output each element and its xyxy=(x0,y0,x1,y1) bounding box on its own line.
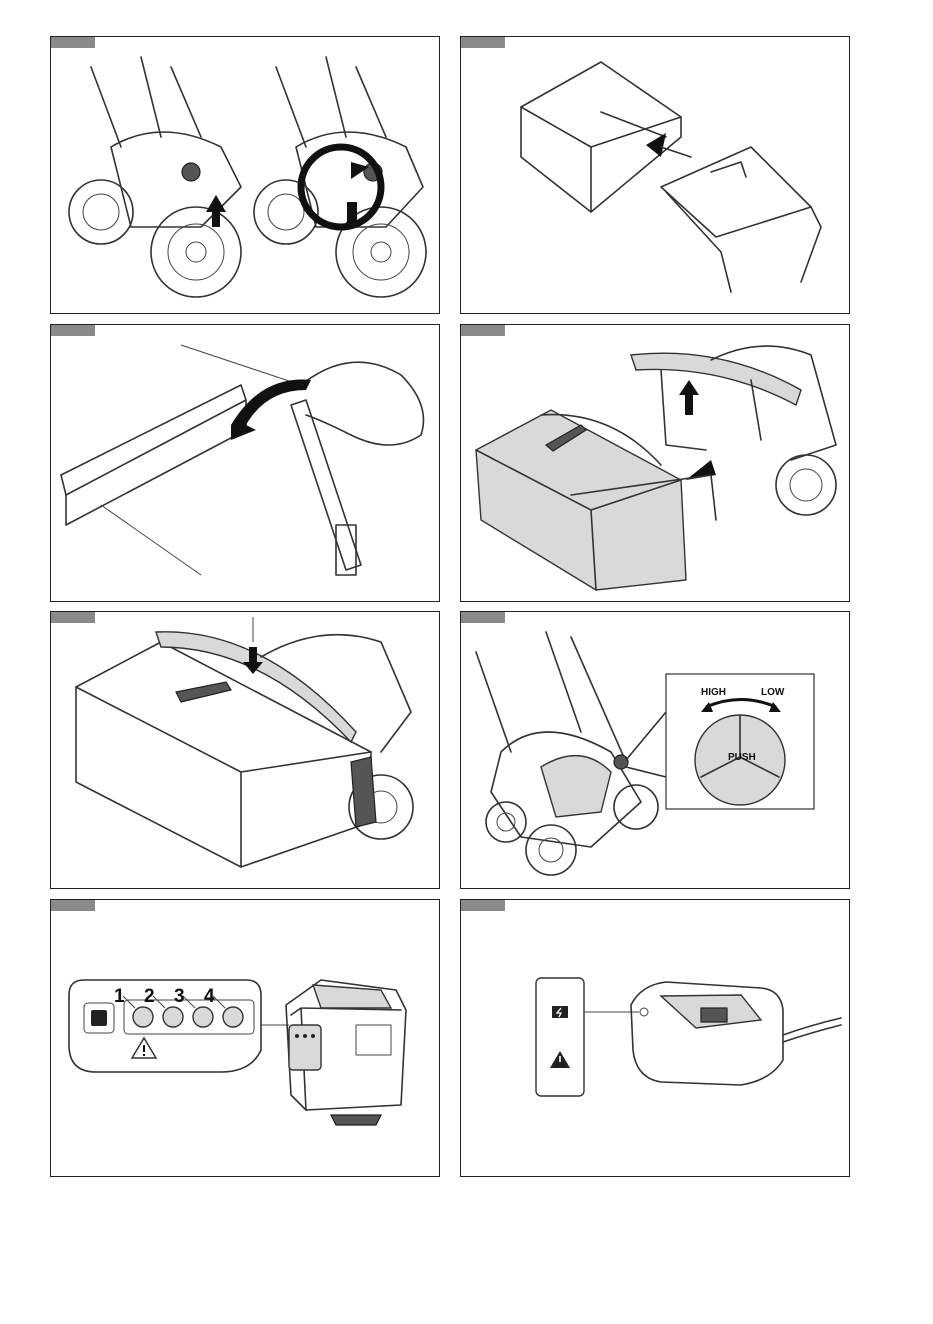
figure-panel-5 xyxy=(50,611,440,889)
warning-triangle-icon xyxy=(132,1038,156,1058)
page-footer xyxy=(0,1310,933,1324)
led-number-3: 3 xyxy=(174,986,185,1007)
figure-panel-7: 1 2 3 4 xyxy=(50,899,440,1177)
figure-panel-1 xyxy=(50,36,440,314)
figure-panel-4 xyxy=(460,324,850,602)
led-number-1: 1 xyxy=(114,986,125,1007)
figure-panel-6: HIGH LOW PUSH xyxy=(460,611,850,889)
charger-illustration xyxy=(461,900,850,1177)
bag-attach-illustration xyxy=(461,325,850,602)
height-adjust-illustration xyxy=(51,37,440,314)
low-label: LOW xyxy=(761,687,785,698)
led-number-4: 4 xyxy=(204,986,215,1007)
handle-fold-illustration xyxy=(51,325,440,602)
figure-panel-2 xyxy=(460,36,850,314)
bag-lock-illustration xyxy=(51,612,440,889)
push-label: PUSH xyxy=(728,752,756,763)
power-knob-illustration: HIGH LOW PUSH xyxy=(461,612,850,889)
power-button-icon xyxy=(91,1010,107,1026)
high-label: HIGH xyxy=(701,687,726,698)
bag-assembly-illustration xyxy=(461,37,850,314)
battery-charging-icon xyxy=(552,1006,568,1018)
figure-panel-3 xyxy=(50,324,440,602)
figure-panel-8 xyxy=(460,899,850,1177)
battery-indicator-illustration: 1 2 3 4 xyxy=(51,900,440,1177)
led-number-2: 2 xyxy=(144,986,155,1007)
